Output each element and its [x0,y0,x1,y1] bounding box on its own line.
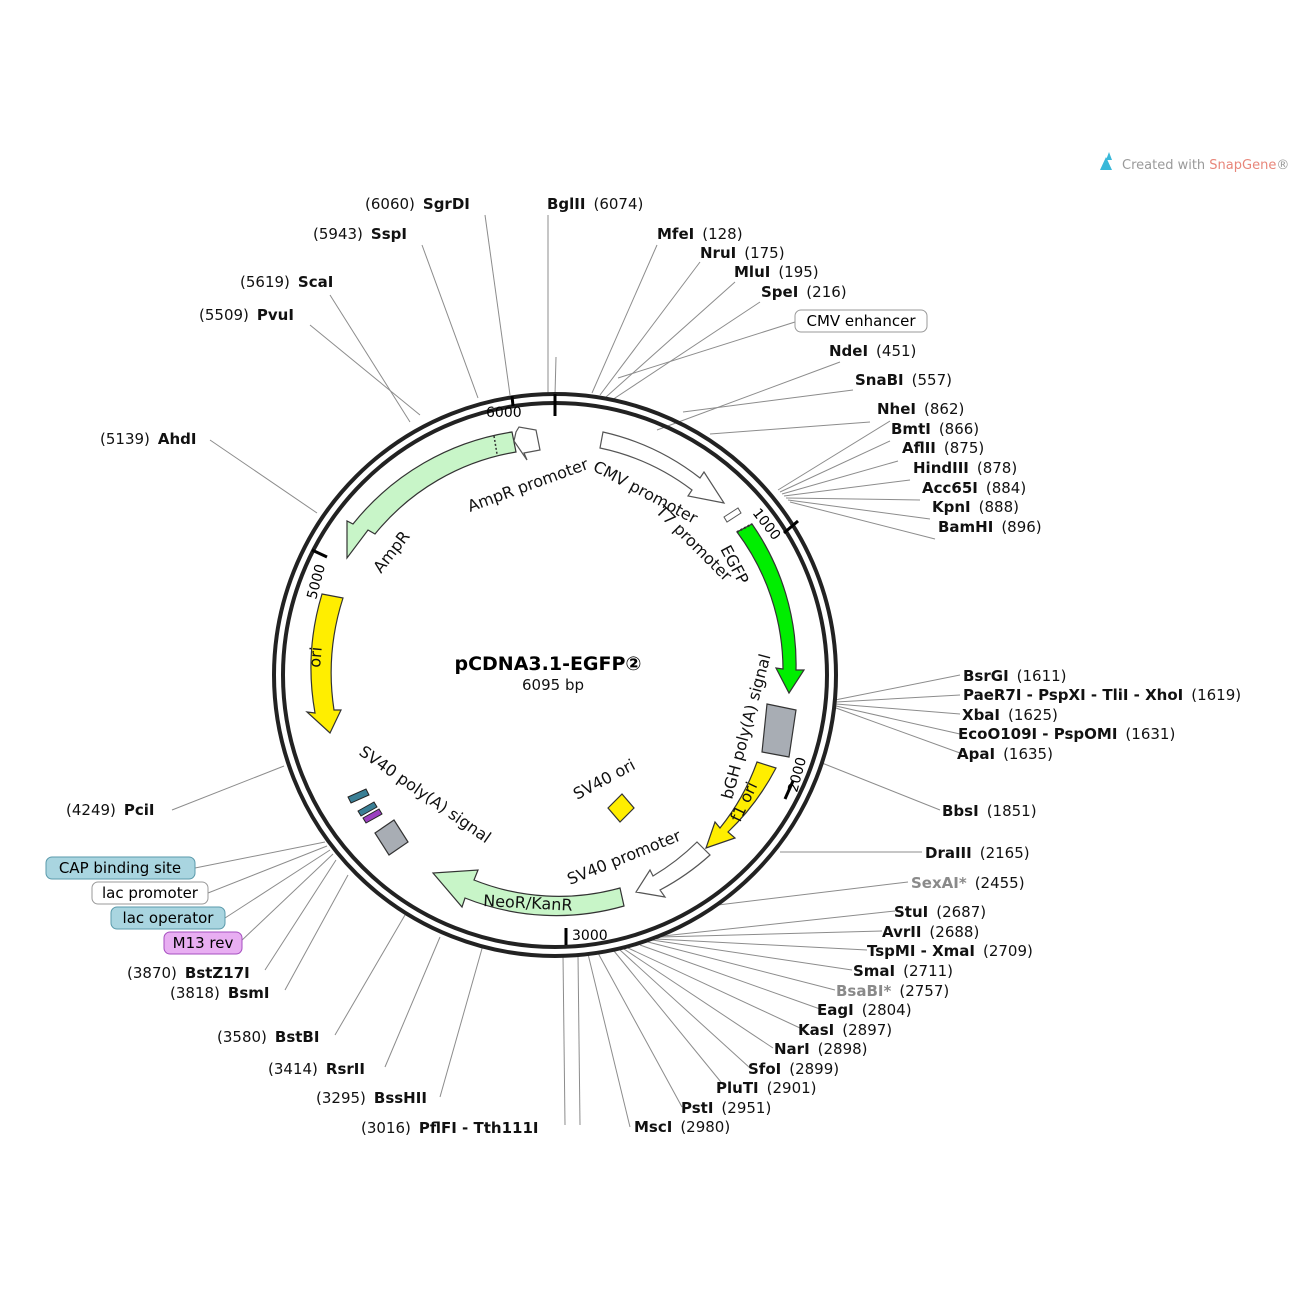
egfp-start-marker [736,523,753,533]
site-eagi: EagI(2804) [817,1001,912,1019]
site-sfoi: SfoI(2899) [748,1060,839,1078]
boxed-label-cap-binding-site: CAP binding site [45,856,196,880]
site-mlui: MluI(195) [734,263,819,281]
site-bsshii: (3295)BssHII [316,1089,427,1107]
restriction-site-labels: (6060)SgrDI BglII(6074) (5943)SspI MfeI(… [66,195,1241,1137]
site-avrii: AvrII(2688) [882,923,979,941]
site-acc65i: Acc65I(884) [922,479,1026,497]
site-bsabi: BsaBI*(2757) [836,982,949,1000]
site-spei: SpeI(216) [761,283,847,301]
site-kpni: KpnI(888) [932,498,1019,516]
site-bsrgi: BsrGI(1611) [963,667,1067,685]
tick-label-6000: 6000 [486,405,522,421]
site-pluti: PluTI(2901) [716,1079,817,1097]
boxed-label-lac-promoter: lac promoter [91,881,209,905]
svg-text:CMV enhancer: CMV enhancer [806,312,916,330]
snapgene-credit: Created with SnapGene® [1100,152,1289,173]
site-rsrii: (3414)RsrII [268,1060,365,1078]
site-pvui: (5509)PvuI [199,306,294,324]
site-snabi: SnaBI(557) [855,371,952,389]
ori-arrow [305,593,344,734]
site-mfei: MfeI(128) [657,225,743,243]
site-kasi: KasI(2897) [798,1021,892,1039]
boxed-label-m13-rev: M13 rev [163,931,243,955]
site-bbsi: BbsI(1851) [942,802,1037,820]
tick-label-3000: 3000 [572,928,608,944]
site-apai: ApaI(1635) [957,745,1053,763]
cmv-promoter-arrow [599,431,726,504]
egfp-arrow [736,523,806,695]
site-ecoo109i: EcoO109I - PspOMI(1631) [958,725,1175,743]
boxed-label-lac-operator: lac operator [110,906,226,930]
site-smai: SmaI(2711) [853,962,953,980]
site-bamhi: BamHI(896) [938,518,1042,536]
site-xbai: XbaI(1625) [962,706,1058,724]
t7-promoter-arrow [723,507,742,523]
label-ampr-promoter: AmpR promoter [465,454,591,515]
svg-text:lac operator: lac operator [123,909,215,927]
tick-marks [311,394,799,945]
site-nari: NarI(2898) [774,1040,868,1058]
site-draiii: DraIII(2165) [925,844,1030,862]
site-paer7i: PaeR7I - PspXI - TliI - XhoI(1619) [963,686,1241,704]
svg-text:CAP binding site: CAP binding site [59,859,181,877]
site-pcii: (4249)PciI [66,801,155,819]
site-psti: PstI(2951) [681,1099,771,1117]
ampr-promoter-arrow [513,426,541,461]
site-bmti: BmtI(866) [891,420,979,438]
sv40-ori-box [607,793,635,823]
label-sv40-ori: SV40 ori [570,755,638,803]
m13-rev-mark [362,808,383,824]
site-sexai: SexAI*(2455) [911,874,1025,892]
credit-text: Created with SnapGene® [1122,158,1289,173]
label-sv40-polya: SV40 poly(A) signal [356,742,495,847]
ampr-arrow [346,431,517,560]
site-bglii: BglII(6074) [547,195,643,213]
site-pflfi: (3016)PflFI - Tth111I [361,1119,538,1137]
site-bstbi: (3580)BstBI [217,1028,319,1046]
bgh-polya-box [761,703,797,758]
site-leader-lines [171,214,961,1128]
label-neor-kanr: NeoR/KanR [483,891,573,915]
sv40-promoter-arrow [635,841,711,898]
site-bstz17i: (3870)BstZ17I [127,964,250,982]
f1-ori-arrow [705,761,777,849]
site-sspi: (5943)SspI [313,225,407,243]
site-bsmi: (3818)BsmI [170,984,269,1002]
site-aflii: AflII(875) [902,439,984,457]
site-ahdi: (5139)AhdI [100,430,197,448]
site-stui: StuI(2687) [894,903,986,921]
svg-text:lac promoter: lac promoter [102,884,199,902]
site-nrui: NruI(175) [700,244,785,262]
site-ndei: NdeI(451) [829,342,916,360]
site-nhei: NheI(862) [877,400,964,418]
site-scai: (5619)ScaI [240,273,333,291]
sv40-polya-box [374,819,409,856]
plasmid-size: 6095 bp [522,676,584,694]
svg-text:M13 rev: M13 rev [173,934,234,952]
label-ori: ori [305,646,326,668]
site-msci: MscI(2980) [634,1118,730,1136]
label-ampr: AmpR [369,527,413,576]
site-hindiii: HindIII(878) [913,459,1017,477]
boxed-label-cmv-enhancer: CMV enhancer [794,309,928,333]
cap-binding-site-mark [347,788,370,804]
site-tspmi: TspMI - XmaI(2709) [867,942,1033,960]
neor-kanr-arrow [431,869,625,917]
lac-operator-mark [357,801,378,817]
snapgene-logo-icon [1100,152,1112,170]
ampr-start-marker [493,435,498,455]
site-sgrdi: (6060)SgrDI [365,195,470,213]
plasmid-name: pCDNA3.1-EGFP② [454,653,641,675]
